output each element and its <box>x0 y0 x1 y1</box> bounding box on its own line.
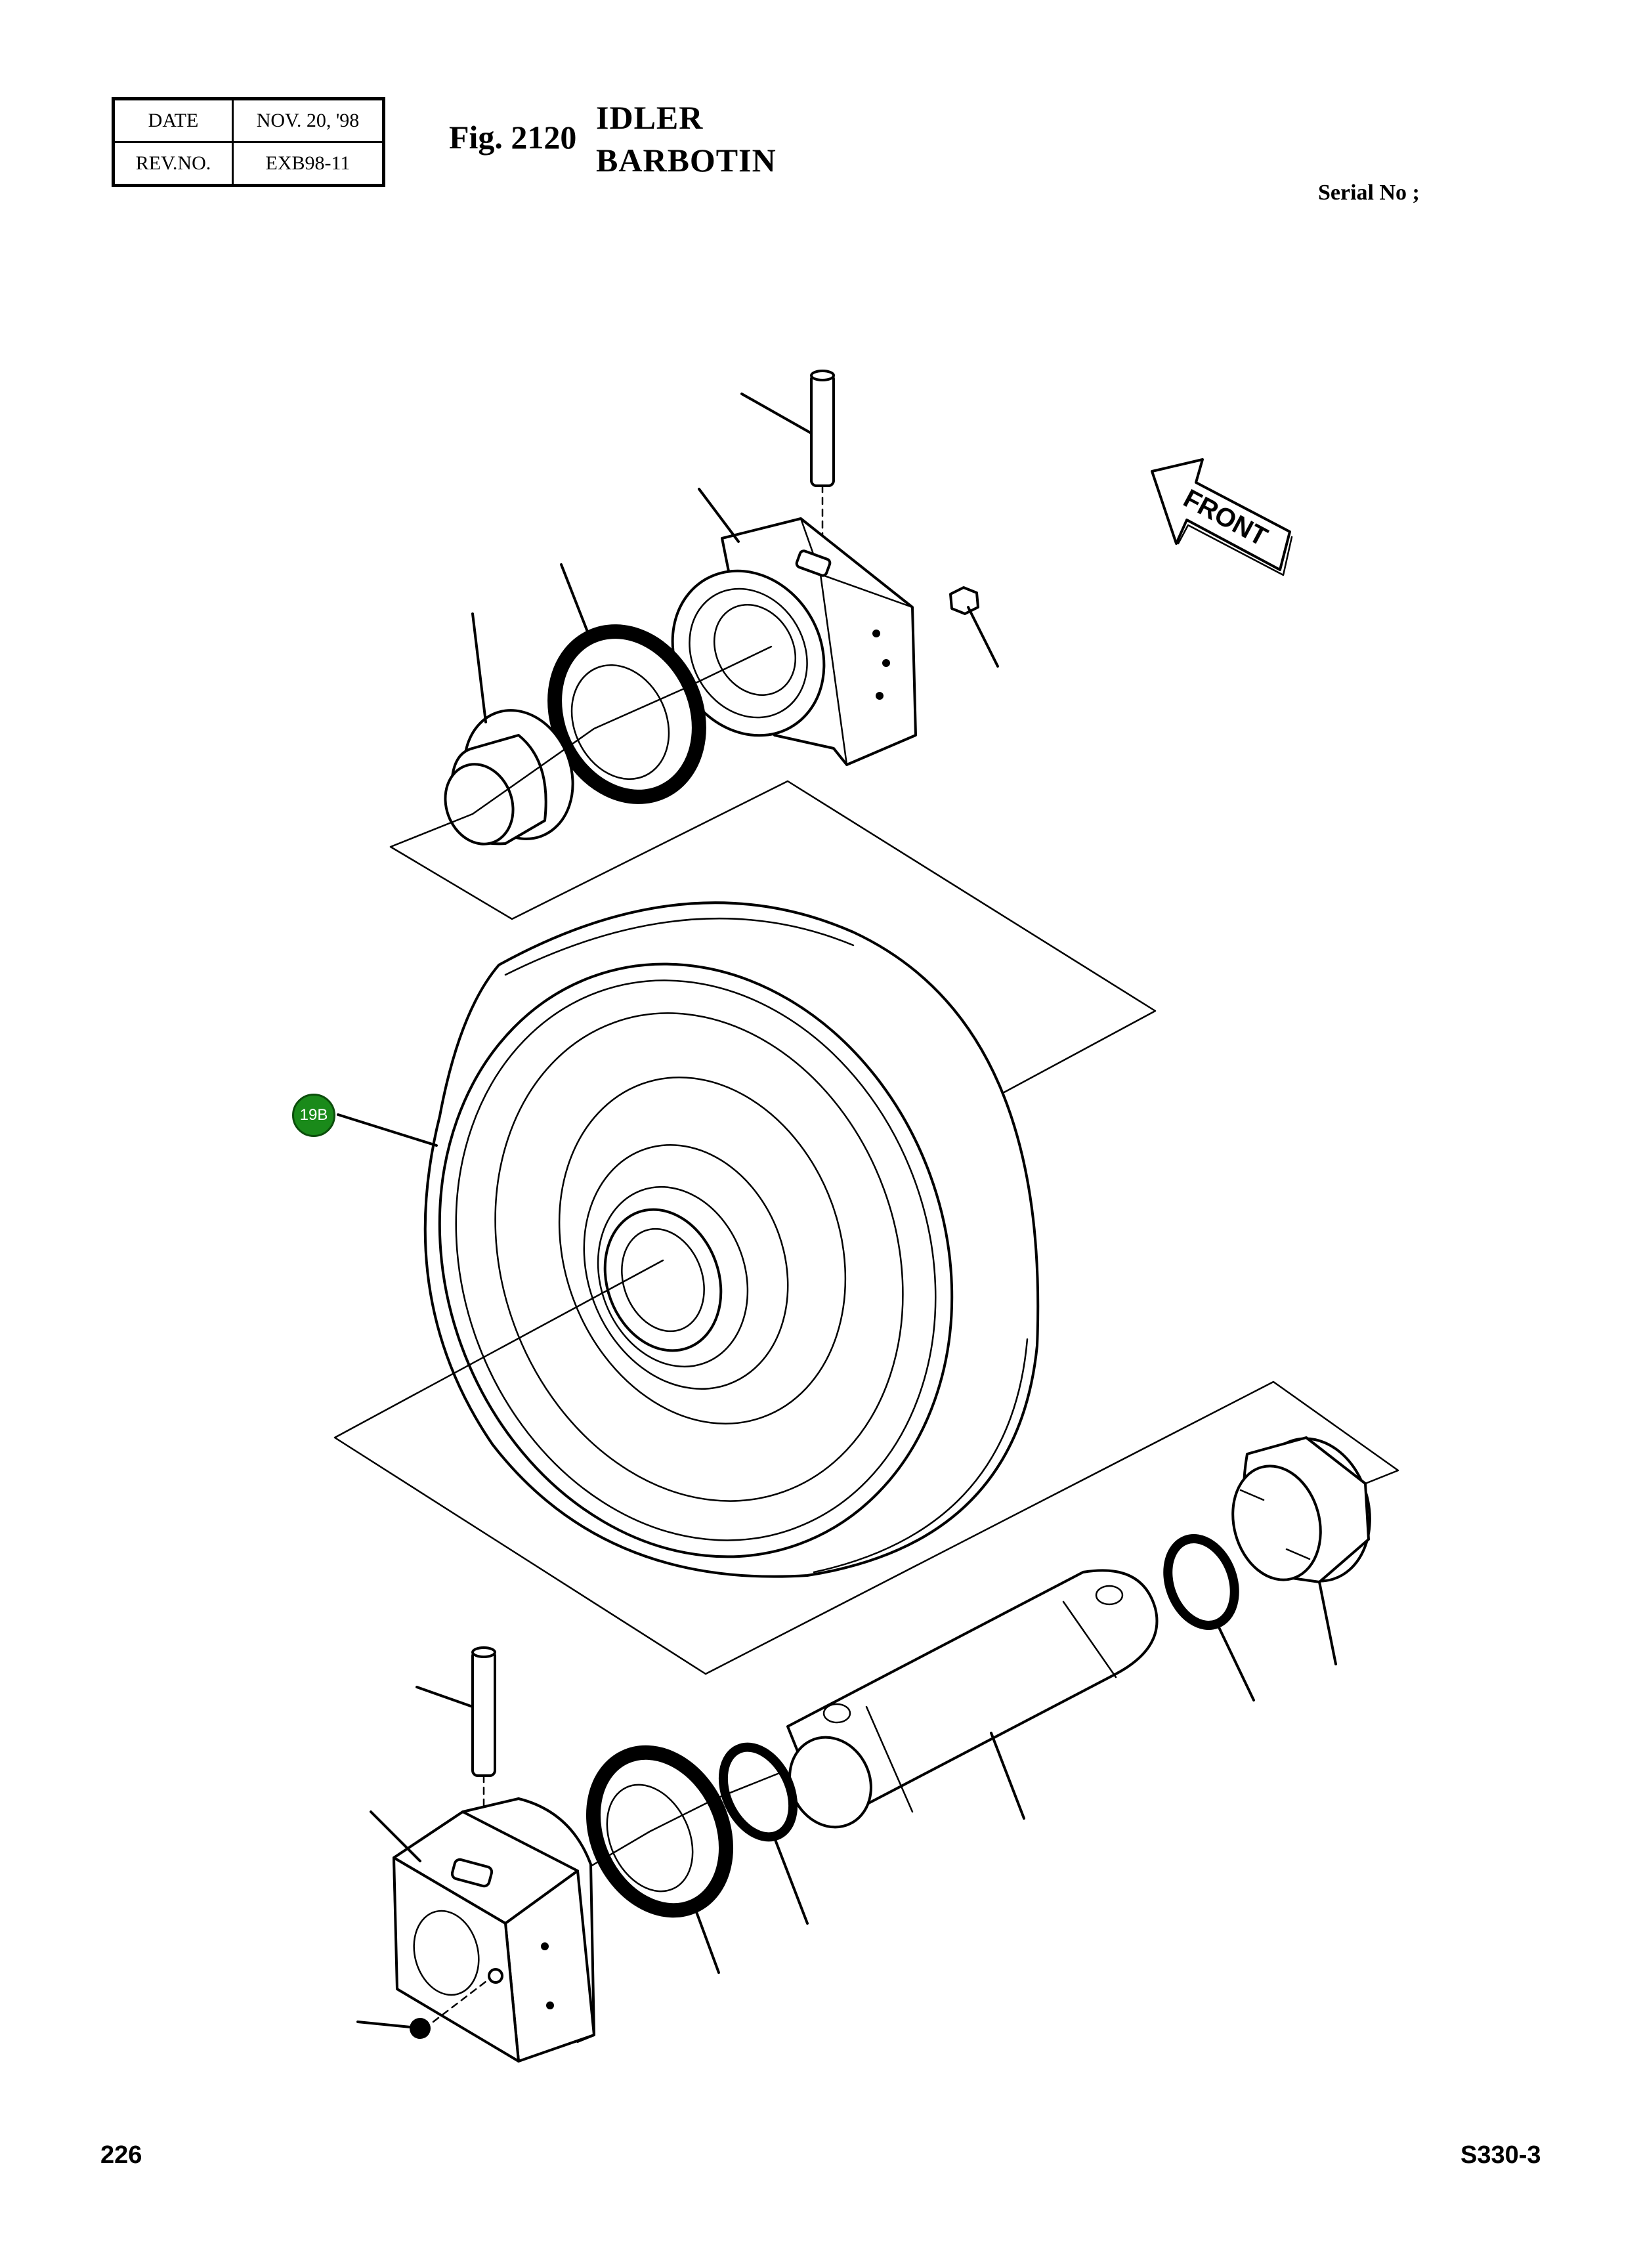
page-title-french: BARBOTIN <box>596 142 777 179</box>
idler-shaft <box>786 1569 1159 1829</box>
model-number: S330-3 <box>1460 2141 1541 2169</box>
lower-o-ring-right <box>1163 1534 1255 1701</box>
lower-floating-seal <box>586 1745 734 1974</box>
upper-bracket <box>671 488 917 766</box>
lower-plug <box>356 1978 490 2039</box>
date-row: DATE NOV. 20, '98 <box>112 98 385 143</box>
revision-value: EXB98-11 <box>232 141 385 186</box>
revision-row: REV.NO. EXB98-11 <box>112 141 385 186</box>
upper-floating-seal <box>547 563 706 804</box>
revision-label: REV.NO. <box>112 141 234 186</box>
lower-o-ring-left <box>718 1742 809 1925</box>
date-label: DATE <box>112 98 234 143</box>
lower-bracket <box>370 1797 595 2063</box>
upper-pin <box>740 370 835 546</box>
page-title-english: IDLER <box>596 99 704 136</box>
revision-table: DATE NOV. 20, '98 REV.NO. EXB98-11 <box>112 97 385 187</box>
idler-wheel <box>423 901 1040 1578</box>
upper-nut <box>949 586 999 668</box>
figure-number: Fig. 2120 <box>449 119 577 156</box>
upper-bushing <box>444 612 574 845</box>
lower-bushing <box>1231 1436 1371 1665</box>
callout-leader-19b <box>337 1113 438 1147</box>
date-value: NOV. 20, '98 <box>232 98 385 143</box>
serial-number-label: Serial No ; <box>1318 181 1420 205</box>
page-number: 226 <box>100 2141 142 2169</box>
front-arrow: FRONT <box>1151 458 1293 576</box>
callout-19b[interactable]: 19B <box>292 1094 335 1137</box>
